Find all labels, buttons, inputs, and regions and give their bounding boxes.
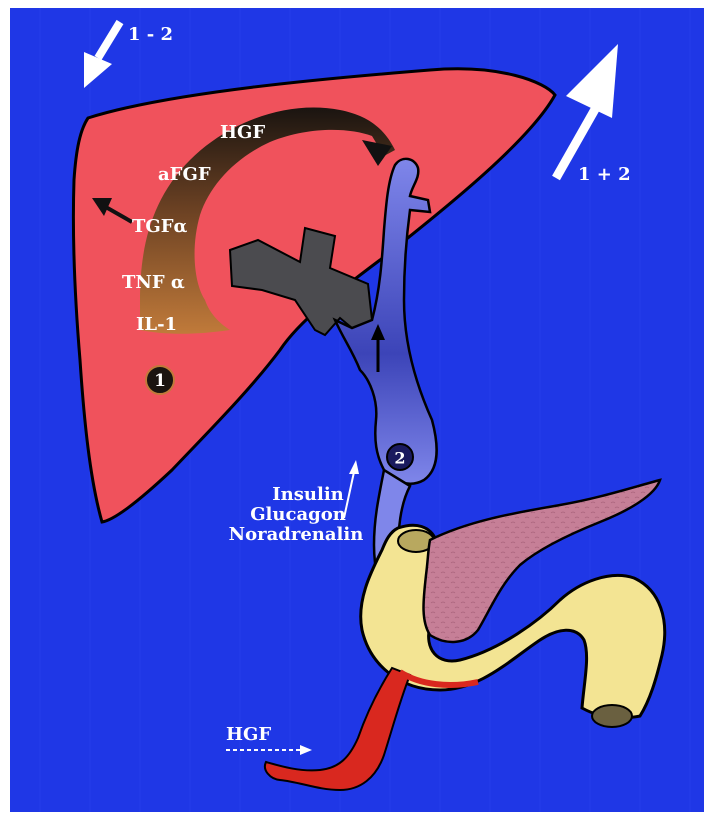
marker-two-label: 2: [394, 449, 405, 468]
arrow-label-right: 1 + 2: [578, 164, 631, 185]
hgf-bottom-label: HGF: [226, 724, 271, 745]
marker-one-label: 1: [154, 371, 166, 391]
hormone-label-insulin: Insulin: [272, 484, 344, 505]
numbered-circle-icon-1: 1: [146, 366, 174, 394]
factor-label-tgf: TGFα: [132, 216, 188, 237]
numbered-circle-icon-2: 2: [387, 444, 413, 470]
factor-label-afgf: aFGF: [158, 164, 211, 185]
duodenum-cut-end-right: [592, 705, 632, 727]
arrow-label-top-left: 1 - 2: [128, 24, 173, 45]
hormone-label-noradrenalin: Noradrenalin: [229, 524, 364, 545]
factor-label-il1: IL-1: [136, 314, 177, 335]
hormone-label-glucagon: Glucagon: [250, 504, 346, 525]
factor-label-hgf: HGF: [220, 122, 265, 143]
factor-label-tnf: TNF α: [122, 272, 185, 293]
